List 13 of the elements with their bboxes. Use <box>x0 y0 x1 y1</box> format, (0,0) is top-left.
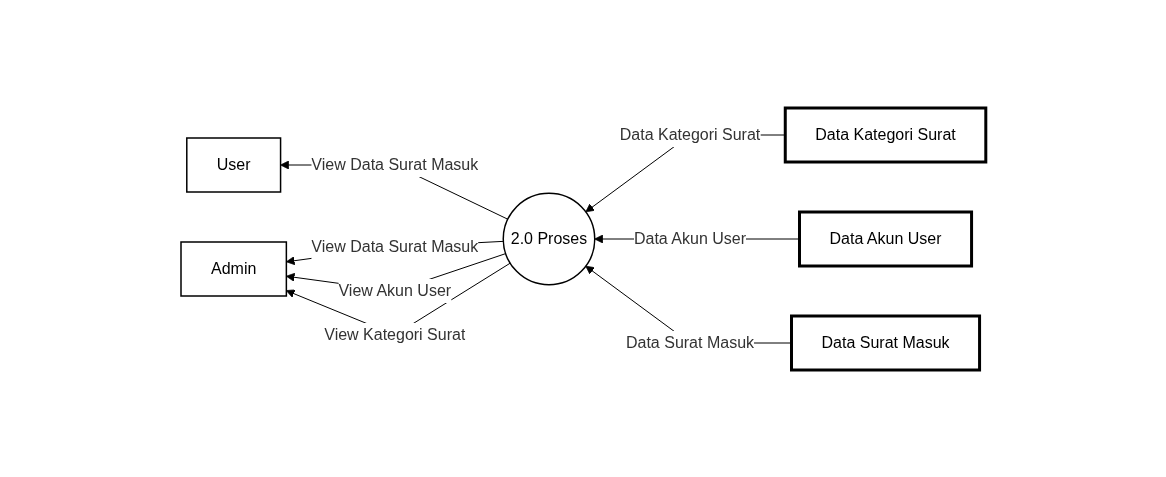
edge-label: View Kategori Surat <box>323 325 465 343</box>
edge-label: View Data Surat Masuk <box>310 155 478 173</box>
node-box: Data Akun User <box>797 210 973 267</box>
node-box: Data Surat Masuk <box>789 314 981 371</box>
edge-label: View Data Surat Masuk <box>310 237 478 255</box>
node-box: Data Kategori Surat <box>783 106 987 163</box>
edge-label: Data Kategori Surat <box>619 125 760 143</box>
edge-label: View Akun User <box>338 281 451 299</box>
node-circle: 2.0 Proses <box>502 192 596 285</box>
edge-label: Data Akun User <box>633 229 746 247</box>
node-box: User <box>185 136 281 193</box>
node-box: Admin <box>179 240 287 297</box>
edge-label: Data Surat Masuk <box>625 333 754 351</box>
